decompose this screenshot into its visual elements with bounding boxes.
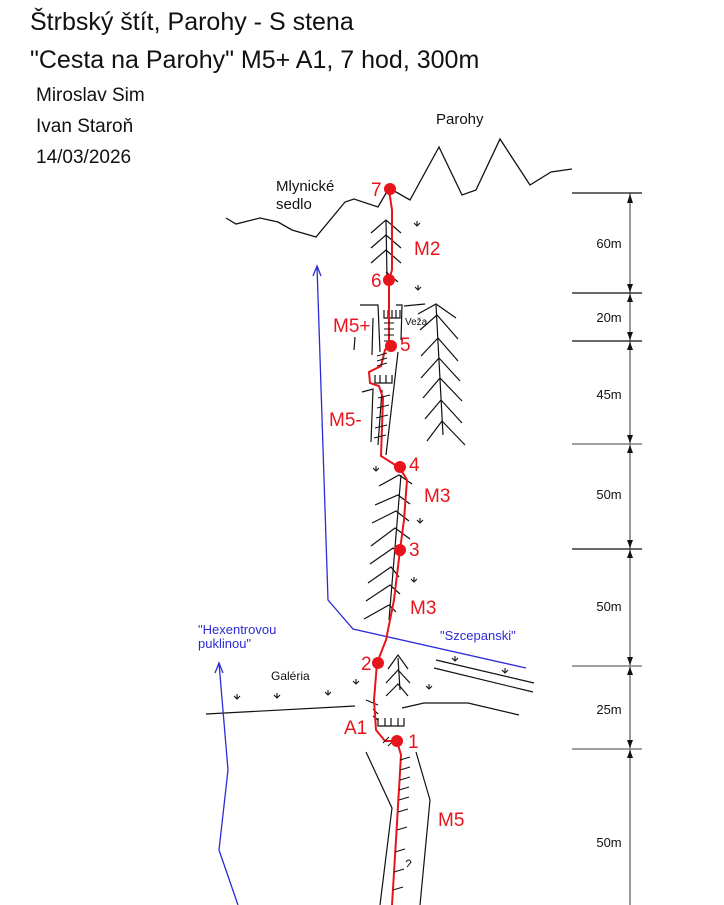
- belay-7-label: 7: [371, 180, 382, 201]
- belay-4-label: 4: [409, 455, 420, 476]
- belay-1-dot: [391, 735, 403, 747]
- belay-points: [372, 183, 406, 747]
- grade-pitch-4: M5-: [329, 410, 362, 431]
- route-hex-label-2: puklinou": [198, 636, 251, 651]
- belay-3-dot: [394, 544, 406, 556]
- author-2: Ivan Staroň: [36, 116, 134, 137]
- length-pitch-2: 50m: [596, 599, 621, 614]
- grade-pitch-1-aid: A1: [344, 718, 367, 739]
- belay-6-label: 6: [371, 271, 382, 292]
- length-pitch-6: 60m: [596, 236, 621, 251]
- route-szc-label: "Szcepanski": [440, 628, 516, 643]
- grade-pitch-6: M2: [414, 239, 440, 260]
- protection-marks: [373, 322, 412, 891]
- belay-4-dot: [394, 461, 406, 473]
- length-pitch-3: 50m: [596, 487, 621, 502]
- belay-5-label: 5: [400, 335, 411, 356]
- route-title: "Cesta na Parohy" M5+ A1, 7 hod, 300m: [30, 46, 480, 74]
- rock-features: [205, 219, 535, 905]
- snow-arrow-icons: [233, 221, 509, 700]
- belay-2-label: 2: [361, 654, 372, 675]
- tower-label: Veža: [405, 317, 428, 328]
- belay-3-label: 3: [409, 540, 420, 561]
- length-pitch-1b: 25m: [596, 702, 621, 717]
- grade-pitch-3: M3: [424, 486, 450, 507]
- saddle-label-2: sedlo: [276, 196, 312, 213]
- other-routes: [214, 264, 527, 905]
- saddle-label-1: Mlynické: [276, 178, 334, 195]
- peak-label: Parohy: [436, 111, 484, 128]
- route-hex-label-1: "Hexentrovou: [198, 622, 276, 637]
- belay-1-label: 1: [408, 732, 419, 753]
- belay-7-dot: [384, 183, 396, 195]
- ridge-line: [225, 137, 573, 238]
- gallery-label: Galéria: [271, 669, 310, 683]
- length-pitch-4: 45m: [596, 387, 621, 402]
- scale-arrows: [627, 194, 633, 758]
- belay-2-dot: [372, 657, 384, 669]
- author-1: Miroslav Sim: [36, 85, 145, 106]
- ascent-date: 14/03/2026: [36, 147, 132, 168]
- grade-pitch-5: M5+: [333, 316, 371, 337]
- grade-pitch-2: M3: [410, 598, 436, 619]
- belay-5-dot: [385, 340, 397, 352]
- length-pitch-5: 20m: [596, 310, 621, 325]
- belay-6-dot: [383, 274, 395, 286]
- grade-pitch-1: M5: [438, 810, 464, 831]
- length-pitch-1: 50m: [596, 835, 621, 850]
- topo-title: Štrbský štít, Parohy - S stena: [30, 8, 354, 36]
